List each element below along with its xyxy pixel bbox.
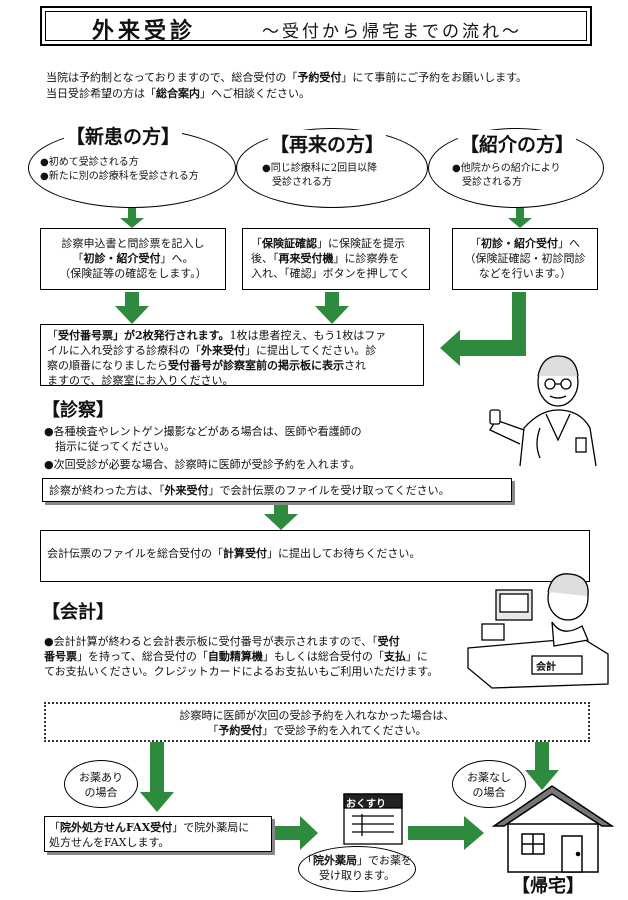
medicine-no-bubble: お薬なしの場合 [452,760,526,808]
payment-text: ●会計計算が終わると会計表示板に受付番号が表示されますので、「受付 番号票」を持… [44,635,439,678]
new-patient-desc: ●初めて受診される方●新たに別の診療科を受診される方 [40,157,199,182]
page-title: 外来受診 [92,18,197,44]
payment-heading: 【会計】 [42,602,114,623]
pharmacy-bubble: 「院外薬局」でお薬を 受け取ります。 [298,846,416,892]
medicine-yes-bubble: お薬ありの場合 [64,760,138,808]
medicine-bag-icon [343,793,403,845]
referral-patient-step: 「初診・紹介受付」へ （保険証確認・初診問診 などを行います。） [452,228,598,290]
house-icon [491,785,615,873]
exam-heading: 【診察】 [42,400,114,421]
home-label: 【帰宅】 [512,876,584,897]
cashier-sign: 会計 [536,662,556,673]
repeat-patient-step: 「保険証確認」に保険証を提示 後、「再来受付機」に診察券を 入れ、「確認」ボタン… [242,228,430,290]
page-subtitle: ～受付から帰宅までの流れ～ [262,22,522,42]
doctor-illustration [489,355,597,467]
new-patient-step: 診察申込書と問診票を記入し 「初診・紹介受付」へ。 （保険証等の確認をします。） [40,228,226,290]
intro-text: 当院は予約制となっておりますので、総合受付の「予約受付」にて事前にご予約をお願い… [46,71,528,100]
title-frame [40,6,592,46]
repeat-patient-title: 【再来の方】 [268,130,387,157]
after-exam-box: 診察が終わった方は、「外来受付」で会計伝票のファイルを受け取ってください。 [42,478,512,502]
repeat-patient-desc: ●同じ診療科に2回目以降 受診される方 [262,163,378,188]
reservation-notice: 診察時に医師が次回の受診予約を入れなかった場合は、 「予約受付」で受診予約を入れ… [44,702,590,742]
fax-box: 「院外処方せんFAX受付」で院外薬局に 処方せんをFAXします。 [44,816,272,852]
new-patient-title: 【新患の方】 [64,122,183,149]
medicine-bag-label: おくすり [346,799,386,810]
submit-box: 会計伝票のファイルを総合受付の「計算受付」に提出してお待ちください。 [40,530,590,582]
referral-patient-desc: ●他院からの紹介により 受診される方 [452,163,561,188]
cashier-illustration [467,573,609,689]
reception-box: 「受付番号票」が2枚発行されます。1枚は患者控え、もう1枚はファ イルに入れ受診… [40,324,424,387]
referral-patient-title: 【紹介の方】 [458,130,577,157]
exam-notes: ●各種検査やレントゲン撮影などがある場合は、医師や看護師の 指示に従ってください… [44,425,362,471]
